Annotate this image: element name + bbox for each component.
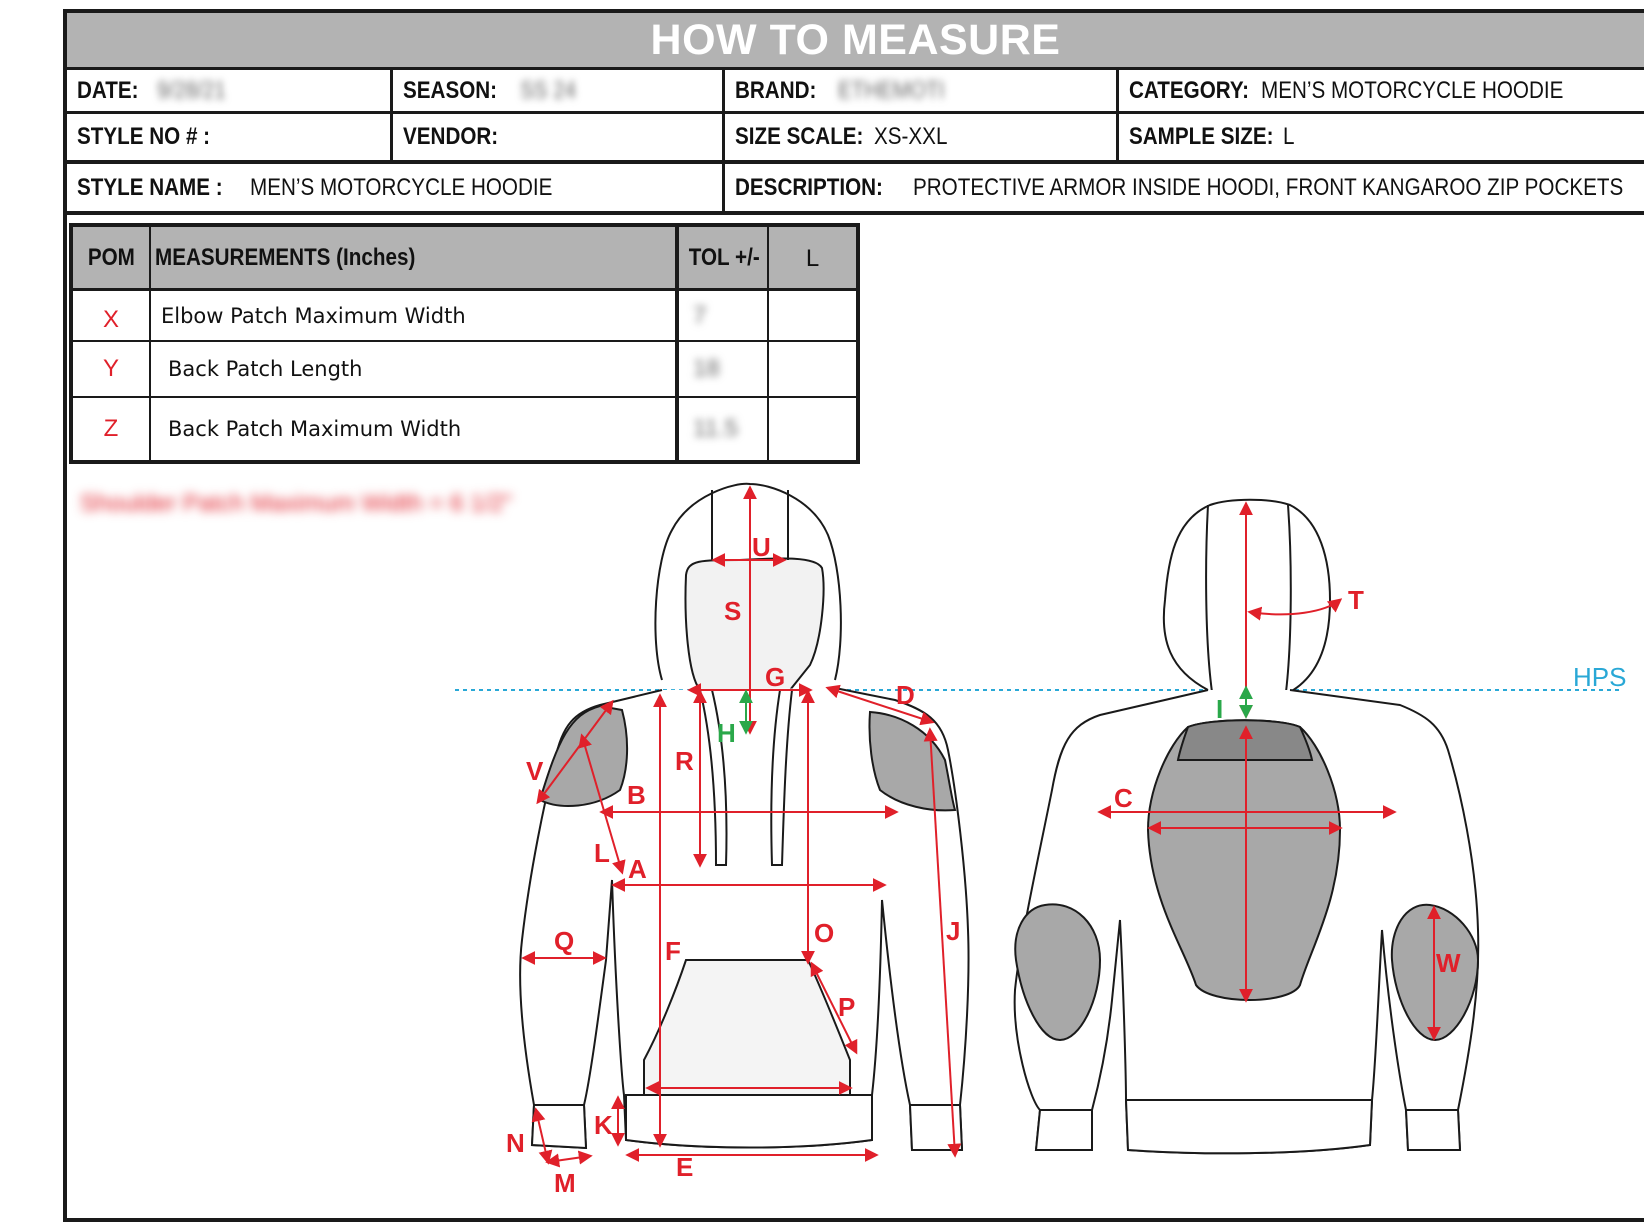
label-e: E	[676, 1152, 693, 1182]
label-t: T	[1348, 585, 1364, 615]
label-p: P	[838, 992, 855, 1022]
date-value: 9/28/21	[156, 76, 226, 104]
label-a: A	[628, 854, 647, 884]
tol-value: 11.5	[693, 415, 738, 442]
title-bar: HOW TO MEASURE	[67, 13, 1644, 70]
label-j: J	[946, 916, 960, 946]
season-value: SS 24	[520, 76, 577, 104]
size-scale-cell: SIZE SCALE: XS-XXL	[725, 114, 1119, 160]
date-cell: DATE: 9/28/21	[67, 70, 393, 111]
table-header-row: POM MEASUREMENTS (Inches) TOL +/- L	[73, 227, 856, 291]
category-label: CATEGORY:	[1129, 76, 1250, 104]
category-value: MEN’S MOTORCYCLE HOODIE	[1260, 76, 1563, 104]
size-header: L	[805, 245, 820, 272]
measurement-desc: Back Patch Length	[168, 357, 363, 381]
brand-value: ETHEMOTI	[837, 76, 945, 104]
label-i: I	[1216, 694, 1223, 724]
label-v: V	[526, 756, 544, 786]
style-name-cell: STYLE NAME : MEN’S MOTORCYCLE HOODIE	[67, 164, 725, 211]
label-u: U	[752, 532, 771, 562]
brand-label: BRAND:	[735, 76, 817, 104]
hps-label: HPS	[1573, 662, 1626, 692]
table-row: Y Back Patch Length 18	[73, 342, 856, 398]
label-b: B	[627, 780, 646, 810]
pom-code: Z	[103, 415, 119, 442]
brand-cell: BRAND: ETHEMOTI	[725, 70, 1119, 111]
info-row-2: STYLE NO # : VENDOR: SIZE SCALE: XS-XXL …	[67, 114, 1644, 164]
shoulder-patch-note: Shoulder Patch Maximum Width = 6 1/2"	[80, 490, 513, 517]
label-m: M	[554, 1168, 576, 1198]
tol-value: 7	[693, 301, 707, 329]
style-no-cell: STYLE NO # :	[67, 114, 393, 160]
vendor-cell: VENDOR:	[393, 114, 725, 160]
category-cell: CATEGORY: MEN’S MOTORCYCLE HOODIE	[1119, 70, 1644, 111]
date-label: DATE:	[77, 76, 139, 104]
label-w: W	[1436, 948, 1461, 978]
label-c: C	[1114, 783, 1133, 813]
sample-size-value: L	[1283, 123, 1295, 150]
description-label: DESCRIPTION:	[735, 173, 883, 201]
style-name-value: MEN’S MOTORCYCLE HOODIE	[250, 173, 553, 201]
sample-size-label: SAMPLE SIZE:	[1129, 123, 1274, 150]
col-divider	[675, 227, 679, 460]
label-g: G	[765, 662, 785, 692]
info-grid: DATE: 9/28/21 SEASON: SS 24 BRAND: ETHEM…	[67, 70, 1644, 215]
description-value: PROTECTIVE ARMOR INSIDE HOODI, FRONT KAN…	[913, 173, 1624, 201]
label-h: H	[717, 718, 736, 748]
label-n: N	[506, 1128, 525, 1158]
pom-header: POM	[87, 243, 135, 271]
front-measure-lines	[521, 485, 962, 1168]
info-row-1: DATE: 9/28/21 SEASON: SS 24 BRAND: ETHEM…	[67, 70, 1644, 114]
col-divider	[767, 227, 769, 460]
tol-header: TOL +/-	[688, 243, 760, 271]
measurement-desc: Back Patch Maximum Width	[168, 417, 462, 441]
label-l: L	[594, 838, 610, 868]
measurement-sheet: HOW TO MEASURE DATE: 9/28/21 SEASON: SS …	[63, 9, 1644, 1222]
description-cell: DESCRIPTION: PROTECTIVE ARMOR INSIDE HOO…	[725, 164, 1644, 211]
label-o: O	[814, 918, 834, 948]
col-divider	[149, 227, 151, 460]
table-row: Z Back Patch Maximum Width 11.5	[73, 398, 856, 460]
pom-code: Y	[102, 355, 119, 382]
label-k: K	[594, 1110, 613, 1140]
label-q: Q	[554, 926, 574, 956]
pom-code: X	[102, 305, 119, 333]
table-row: X Elbow Patch Maximum Width 7	[73, 291, 856, 342]
page-title: HOW TO MEASURE	[650, 15, 1061, 64]
sample-size-cell: SAMPLE SIZE: L	[1119, 114, 1644, 160]
back-measure-lines	[1097, 501, 1441, 1041]
label-d: D	[896, 680, 915, 710]
label-s: S	[724, 596, 741, 626]
tol-value: 18	[693, 355, 720, 382]
label-r: R	[675, 746, 694, 776]
season-cell: SEASON: SS 24	[393, 70, 725, 111]
measurement-desc: Elbow Patch Maximum Width	[161, 303, 466, 328]
front-hoodie	[519, 482, 970, 1151]
vendor-label: VENDOR:	[403, 123, 499, 150]
label-f: F	[665, 936, 681, 966]
size-scale-label: SIZE SCALE:	[735, 123, 864, 150]
season-label: SEASON:	[403, 76, 498, 104]
info-row-3: STYLE NAME : MEN’S MOTORCYCLE HOODIE DES…	[67, 164, 1644, 211]
measurements-header: MEASUREMENTS (Inches)	[155, 243, 416, 271]
style-name-label: STYLE NAME :	[77, 173, 223, 201]
style-no-label: STYLE NO # :	[77, 123, 211, 150]
size-scale-value: XS-XXL	[874, 123, 948, 150]
pom-table: POM MEASUREMENTS (Inches) TOL +/- L X El…	[69, 223, 860, 464]
